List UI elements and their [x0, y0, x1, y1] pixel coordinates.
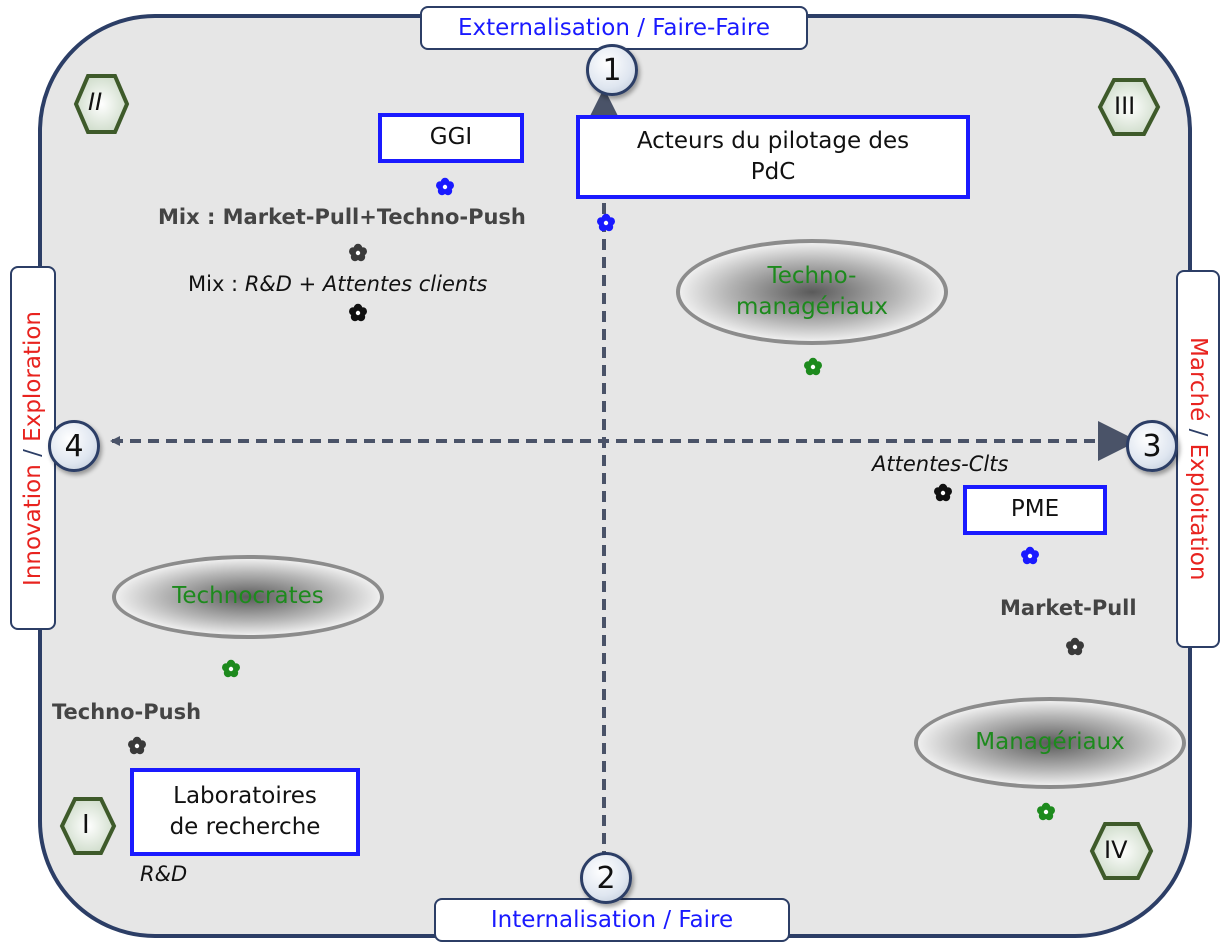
- actor-label-labo-line1: Laboratoires: [173, 782, 317, 809]
- actor-label-pilotage-line1: Acteurs du pilotage des: [636, 127, 910, 154]
- axis-title-right-separator: /: [1185, 421, 1211, 444]
- axis-title-bottom: Internalisation / Faire: [434, 898, 790, 942]
- strategy-market-pull: Market-Pull: [1000, 596, 1137, 620]
- quadrant-label-iv: IV: [1104, 836, 1128, 864]
- axis-number-2: 2: [580, 852, 632, 904]
- profile-label-manageriaux: Managériaux: [975, 729, 1125, 756]
- actor-box-ggi: GGI: [378, 113, 524, 163]
- actor-label-ggi: GGI: [429, 124, 473, 151]
- strategy-mix-attentes: Attentes clients: [322, 272, 488, 296]
- strategy-mix-rd-attentes: Mix : R&D + Attentes clients: [188, 272, 487, 296]
- quadrant-hex-i: [59, 797, 117, 855]
- axis-title-top-text: Externalisation / Faire-Faire: [457, 15, 771, 41]
- profile-label-techno-manageriaux-line2: managériaux: [735, 294, 889, 320]
- actor-label-pme: PME: [1010, 496, 1060, 523]
- axis-title-right: Marché / Exploitation: [1176, 270, 1220, 648]
- axis-number-3: 3: [1126, 420, 1178, 472]
- actor-box-labo: Laboratoires de recherche: [130, 768, 360, 856]
- profile-label-technocrates: Technocrates: [172, 583, 324, 610]
- quadrant-label-i: I: [82, 810, 90, 840]
- actor-label-labo-line2: de recherche: [169, 814, 321, 840]
- strategy-mix-market-techno: Mix : Market-Pull+Techno-Push: [158, 205, 526, 229]
- axis-title-top: Externalisation / Faire-Faire: [420, 6, 808, 50]
- profile-ellipse-techno-manageriaux: Techno- managériaux: [676, 239, 948, 345]
- profile-label-techno-manageriaux-line1: Techno-: [767, 262, 857, 289]
- axis-title-left-separator: /: [20, 441, 46, 464]
- strategy-rd: R&D: [140, 862, 188, 886]
- quadrant-label-ii: II: [88, 88, 103, 116]
- axis-title-left-suffix: Exploration: [20, 310, 46, 442]
- profile-ellipse-technocrates: Technocrates: [112, 555, 384, 639]
- strategy-attentes-clts: Attentes-Clts: [872, 452, 1009, 476]
- strategy-mix-rd: R&D: [244, 272, 292, 296]
- actor-label-pilotage-line2: PdC: [750, 159, 796, 185]
- quadrant-hex-iv: [1089, 822, 1154, 880]
- actor-box-pme: PME: [963, 485, 1107, 535]
- quadrant-hex-iii: [1097, 78, 1161, 136]
- quadrant-label-iii: III: [1114, 92, 1136, 120]
- axis-number-1: 1: [586, 44, 638, 96]
- axis-title-left-prefix: Innovation: [20, 463, 46, 586]
- strategy-mix-prefix: Mix :: [188, 272, 245, 296]
- axis-title-bottom-text: Internalisation / Faire: [490, 907, 734, 933]
- profile-ellipse-manageriaux: Managériaux: [914, 697, 1186, 789]
- axis-title-right-prefix: Marché: [1185, 337, 1211, 422]
- actor-box-pilotage: Acteurs du pilotage des PdC: [576, 115, 970, 199]
- strategy-techno-push: Techno-Push: [52, 700, 202, 724]
- axis-number-4: 4: [48, 420, 100, 472]
- axis-title-right-suffix: Exploitation: [1185, 443, 1211, 581]
- quadrant-hex-ii: [73, 74, 130, 134]
- strategy-mix-plus: +: [291, 272, 323, 296]
